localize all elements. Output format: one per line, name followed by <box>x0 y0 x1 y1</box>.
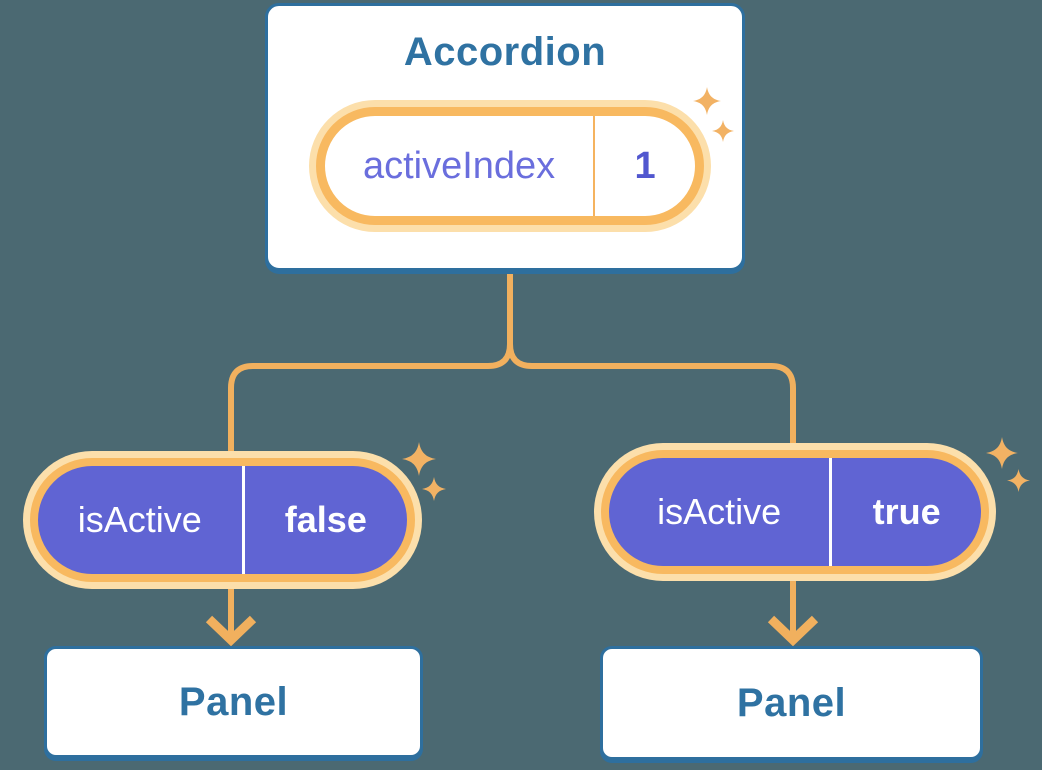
connector-line-right <box>507 268 796 637</box>
sparkle-icon <box>402 442 436 476</box>
prop-pill-divider <box>241 466 245 574</box>
prop-pill-divider <box>829 458 833 566</box>
state-pill-divider <box>593 116 596 216</box>
state-value: 1 <box>634 144 656 187</box>
sparkle-icon <box>422 477 446 501</box>
arrow-down-icon <box>767 615 819 647</box>
panel-component-card-right: Panel <box>600 646 983 760</box>
arrow-down-icon <box>205 615 257 647</box>
state-pill: activeIndex 1 <box>316 107 704 225</box>
panel-title: Panel <box>736 680 847 725</box>
sparkle-icon <box>986 437 1018 469</box>
prop-value: false <box>284 499 367 540</box>
prop-value: true <box>872 491 941 532</box>
state-label: activeIndex <box>362 144 556 187</box>
sparkle-icon <box>693 87 721 115</box>
panel-title: Panel <box>178 679 289 724</box>
prop-pill-isactive-true: isActive true <box>601 450 989 574</box>
sparkle-icon <box>712 120 734 142</box>
prop-pill-isactive-false: isActive false <box>30 458 415 582</box>
accordion-title: Accordion <box>403 30 607 74</box>
prop-label: isActive <box>657 491 782 532</box>
sparkle-icon <box>1007 469 1030 492</box>
panel-component-card-left: Panel <box>44 646 423 758</box>
prop-label: isActive <box>77 499 202 540</box>
